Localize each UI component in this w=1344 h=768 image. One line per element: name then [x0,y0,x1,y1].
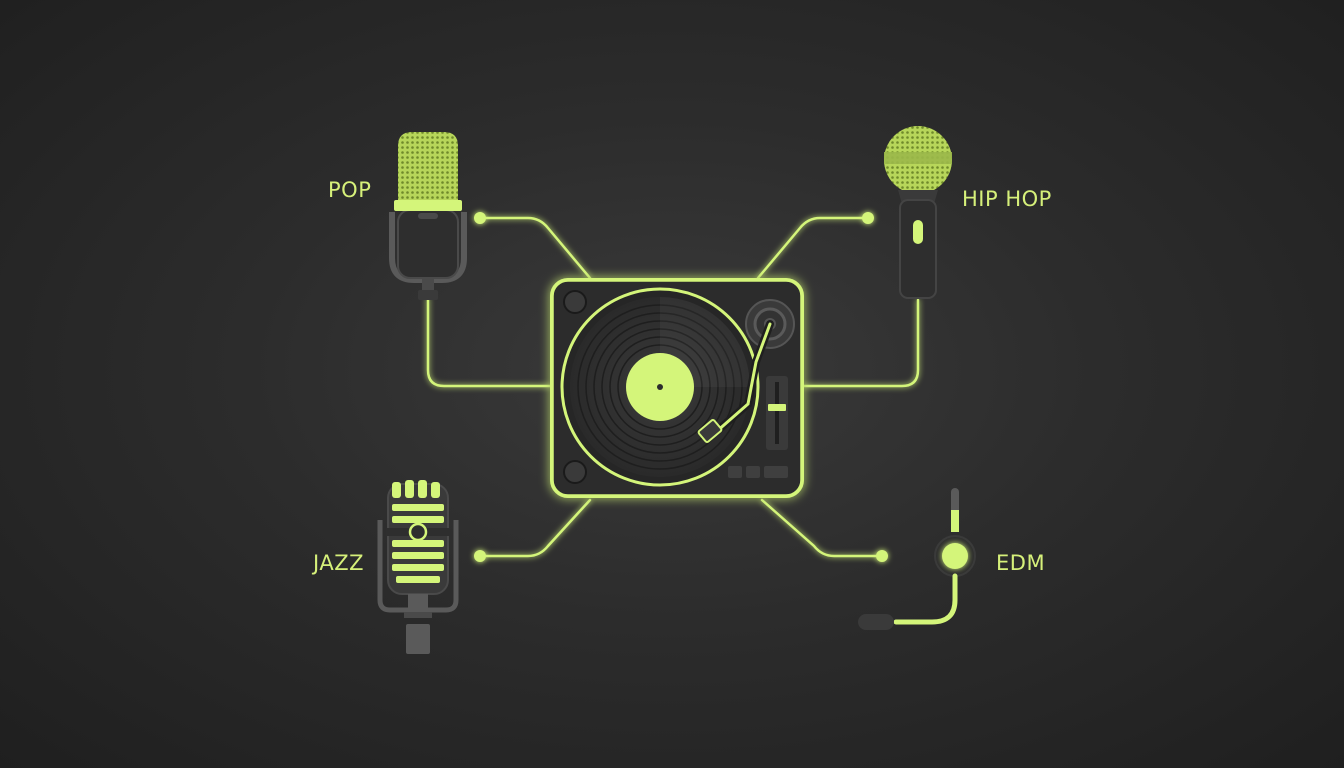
headset-microphone-icon [858,488,976,630]
connector-jazz [478,498,592,558]
genre-label-edm: EDM [996,551,1046,575]
connector-lines [426,216,920,558]
node-edm [876,550,888,562]
connector-edm [760,498,884,558]
genre-label-pop: POP [328,178,372,202]
connector-nodes [474,212,888,562]
condenser-microphone-icon [389,132,467,300]
turntable-icon [550,278,804,498]
connector-pop-lower [426,296,554,388]
handheld-microphone-icon [884,126,952,299]
node-jazz [474,550,486,562]
connector-hiphop-lower [800,298,920,388]
node-pop [474,212,486,224]
connector-hiphop-upper [756,216,870,280]
connector-pop-upper [478,216,592,280]
vintage-ribbon-microphone-icon [377,480,459,654]
genre-label-hiphop: HIP HOP [962,187,1052,211]
node-hiphop [862,212,874,224]
genre-label-jazz: JAZZ [313,551,364,575]
